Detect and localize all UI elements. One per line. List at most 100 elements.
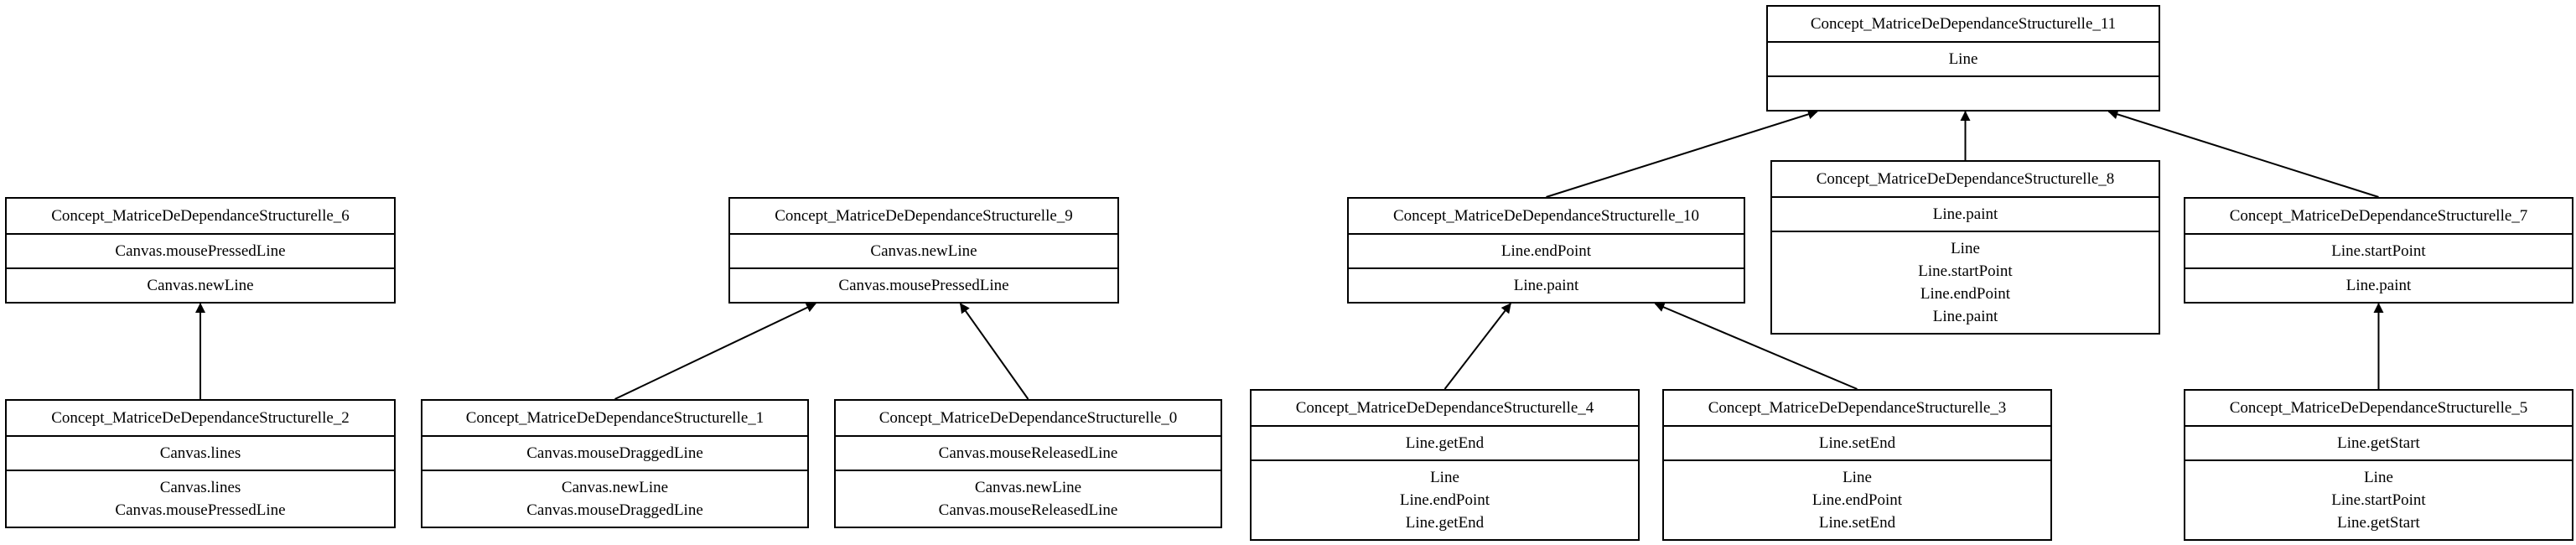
node-objects: Canvas.mousePressedLine (730, 267, 1117, 302)
node-object: Line.endPoint (1920, 285, 2011, 303)
node-attributes: Line.getStart (2185, 425, 2572, 459)
node-attribute: Canvas.lines (159, 444, 241, 462)
node-object: Line.startPoint (1918, 262, 2013, 280)
node-objects: Canvas.newLine (7, 267, 394, 302)
node-title-text: Concept_MatriceDeDependanceStructurelle_… (51, 207, 350, 225)
node-title: Concept_MatriceDeDependanceStructurelle_… (1349, 199, 1744, 233)
concept-node-n11: Concept_MatriceDeDependanceStructurelle_… (1766, 5, 2160, 112)
node-title-text: Concept_MatriceDeDependanceStructurelle_… (51, 409, 350, 427)
node-attribute: Canvas.mouseDraggedLine (526, 444, 703, 462)
node-object: Line (1843, 469, 1872, 486)
edge-n1-to-n9 (614, 303, 816, 400)
node-title: Concept_MatriceDeDependanceStructurelle_… (1664, 391, 2050, 425)
node-attribute: Line.endPoint (1501, 242, 1592, 260)
node-object: Line.endPoint (1811, 491, 1903, 509)
node-title: Concept_MatriceDeDependanceStructurelle_… (2185, 391, 2572, 425)
concept-node-n10: Concept_MatriceDeDependanceStructurelle_… (1347, 197, 1745, 304)
node-attributes: Line.paint (1772, 196, 2159, 231)
node-attributes: Line.startPoint (2185, 233, 2572, 267)
node-title-text: Concept_MatriceDeDependanceStructurelle_… (2229, 399, 2528, 417)
node-title: Concept_MatriceDeDependanceStructurelle_… (1252, 391, 1638, 425)
node-attribute: Line.getEnd (1405, 434, 1485, 452)
node-object: Canvas.mouseReleasedLine (938, 501, 1118, 519)
node-title-text: Concept_MatriceDeDependanceStructurelle_… (1295, 399, 1594, 417)
node-title-text: Concept_MatriceDeDependanceStructurelle_… (879, 409, 1178, 427)
node-title: Concept_MatriceDeDependanceStructurelle_… (7, 199, 394, 233)
node-title: Concept_MatriceDeDependanceStructurelle_… (7, 401, 394, 435)
node-object: Line (1951, 240, 1980, 257)
node-object: Line.getEnd (1405, 514, 1485, 532)
node-attribute: Line (1948, 50, 1978, 68)
edge-n7-to-n11 (2107, 109, 2379, 198)
node-object: Line.paint (2345, 277, 2412, 294)
node-objects (1768, 75, 2159, 110)
edge-n10-to-n11 (1546, 109, 1818, 198)
node-title-text: Concept_MatriceDeDependanceStructurelle_… (775, 207, 1073, 225)
node-title-text: Concept_MatriceDeDependanceStructurelle_… (1816, 170, 2115, 188)
edge-n4-to-n10 (1443, 303, 1511, 390)
concept-node-n6: Concept_MatriceDeDependanceStructurelle_… (5, 197, 396, 304)
node-title-text: Concept_MatriceDeDependanceStructurelle_… (1392, 207, 1700, 225)
node-attributes: Canvas.mousePressedLine (7, 233, 394, 267)
node-attribute: Line.getStart (2337, 434, 2420, 452)
node-object: Line.startPoint (2331, 491, 2426, 509)
concept-node-n7: Concept_MatriceDeDependanceStructurelle_… (2184, 197, 2573, 304)
node-attribute: Canvas.mouseReleasedLine (938, 444, 1118, 462)
node-title-text: Concept_MatriceDeDependanceStructurelle_… (2229, 207, 2528, 225)
node-object: Canvas.lines (159, 479, 241, 496)
concept-node-n4: Concept_MatriceDeDependanceStructurelle_… (1250, 389, 1640, 541)
node-attributes: Canvas.mouseReleasedLine (836, 435, 1221, 470)
node-objects: Line.paint (1349, 267, 1744, 302)
node-attribute: Canvas.mousePressedLine (115, 242, 286, 260)
node-title: Concept_MatriceDeDependanceStructurelle_… (2185, 199, 2572, 233)
node-title: Concept_MatriceDeDependanceStructurelle_… (1768, 7, 2159, 41)
node-attribute: Line.setEnd (1818, 434, 1896, 452)
node-title: Concept_MatriceDeDependanceStructurelle_… (422, 401, 807, 435)
node-attributes: Line.endPoint (1349, 233, 1744, 267)
node-object: Line.paint (1513, 277, 1579, 294)
node-attributes: Canvas.mouseDraggedLine (422, 435, 807, 470)
node-attributes: Canvas.newLine (730, 233, 1117, 267)
edge-layer (195, 109, 2384, 400)
node-object: Line (2364, 469, 2393, 486)
node-title-text: Concept_MatriceDeDependanceStructurelle_… (1708, 399, 2007, 417)
node-object: Line.endPoint (1399, 491, 1490, 509)
node-objects: Line.paint (2185, 267, 2572, 302)
node-attribute: Line.paint (1932, 205, 1998, 223)
concept-node-n8: Concept_MatriceDeDependanceStructurelle_… (1770, 160, 2160, 335)
node-attributes: Canvas.lines (7, 435, 394, 470)
node-object: Canvas.mousePressedLine (115, 501, 286, 519)
node-object: Canvas.mousePressedLine (838, 277, 1009, 294)
node-attributes: Line.getEnd (1252, 425, 1638, 459)
concept-node-n2: Concept_MatriceDeDependanceStructurelle_… (5, 399, 396, 528)
node-object: Line.paint (1932, 308, 1998, 325)
node-object: Line.setEnd (1818, 514, 1896, 532)
node-object: Canvas.mouseDraggedLine (526, 501, 703, 519)
concept-node-n9: Concept_MatriceDeDependanceStructurelle_… (728, 197, 1119, 304)
node-object: Canvas.newLine (974, 479, 1082, 496)
concept-node-n0: Concept_MatriceDeDependanceStructurelle_… (834, 399, 1222, 528)
edge-n3-to-n10 (1654, 302, 1858, 390)
node-object: Line (1430, 469, 1459, 486)
node-object: Canvas.newLine (147, 277, 254, 294)
node-object: Line.getStart (2337, 514, 2420, 532)
node-attributes: Line (1768, 41, 2159, 75)
node-title: Concept_MatriceDeDependanceStructurelle_… (836, 401, 1221, 435)
node-attribute: Line.startPoint (2331, 242, 2426, 260)
concept-node-n5: Concept_MatriceDeDependanceStructurelle_… (2184, 389, 2573, 541)
node-object: Canvas.newLine (561, 479, 669, 496)
node-title-text: Concept_MatriceDeDependanceStructurelle_… (465, 409, 765, 427)
node-title: Concept_MatriceDeDependanceStructurelle_… (1772, 162, 2159, 196)
node-title-text: Concept_MatriceDeDependanceStructurelle_… (1810, 15, 2117, 33)
edge-n0-to-n9 (959, 303, 1029, 400)
node-attributes: Line.setEnd (1664, 425, 2050, 459)
concept-node-n1: Concept_MatriceDeDependanceStructurelle_… (421, 399, 809, 528)
